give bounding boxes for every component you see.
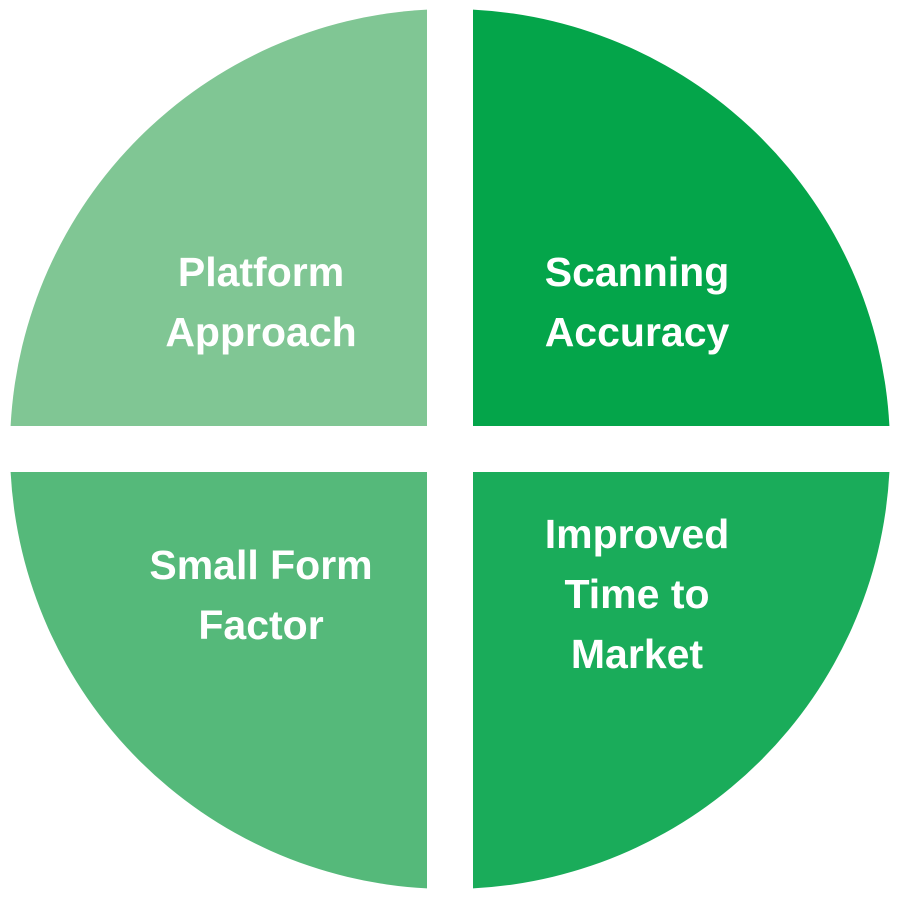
quadrant-top-left (10, 9, 427, 426)
quadrant-label-line: Time to (564, 571, 709, 617)
quadrant-label-line: Platform (178, 249, 344, 295)
quadrant-top-right (473, 9, 890, 426)
quadrant-label-line: Scanning (545, 249, 730, 295)
quadrant-label-line: Market (571, 631, 704, 677)
quadrant-bottom-left (10, 472, 427, 889)
quadrant-bottom-right (473, 472, 890, 889)
quadrant-label-line: Improved (545, 511, 730, 557)
quadrant-layer (10, 9, 890, 889)
quadrant-label-line: Factor (198, 602, 323, 648)
quadrant-label-line: Approach (165, 309, 356, 355)
quadrant-label-line: Accuracy (545, 309, 730, 355)
quadrant-label-line: Small Form (149, 542, 372, 588)
